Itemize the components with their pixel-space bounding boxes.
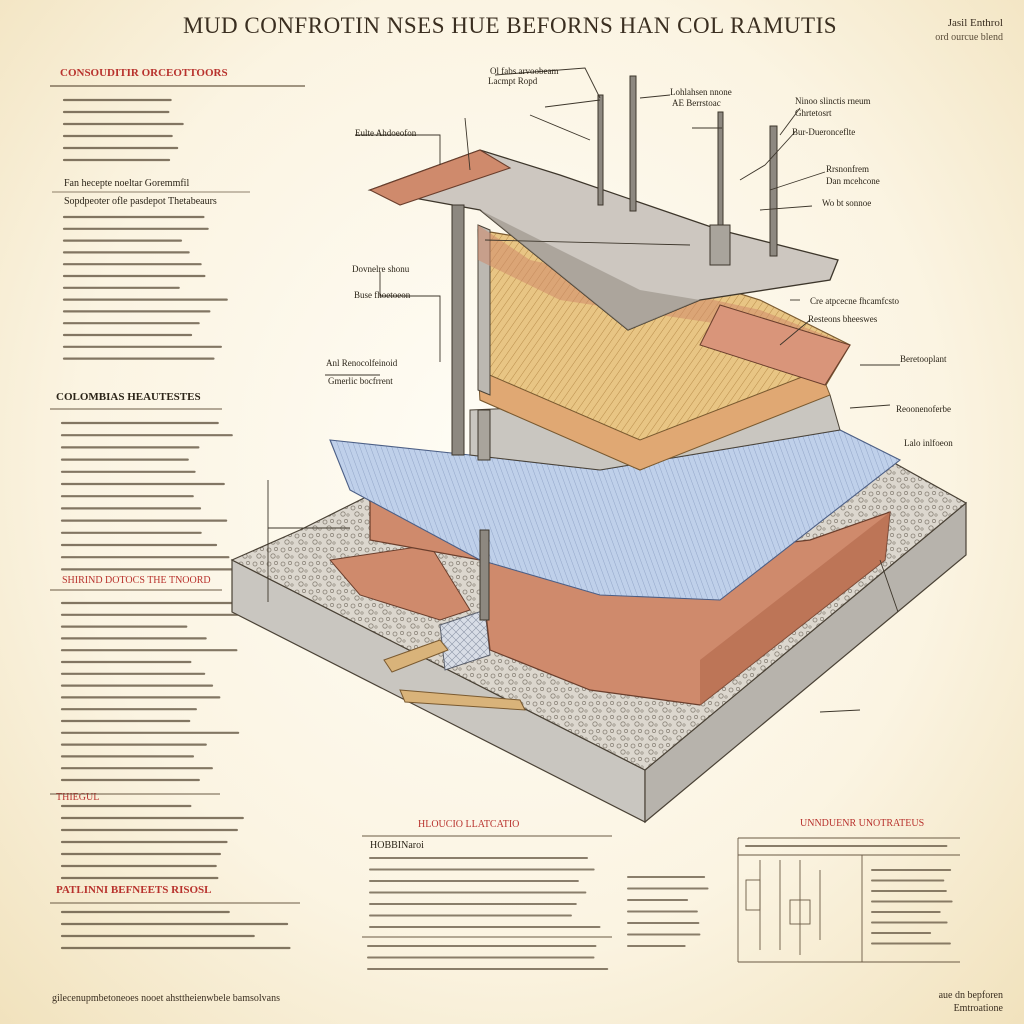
callout-label: Ninoo slinctis rneum <box>795 96 871 106</box>
terracotta-side-panel <box>699 304 851 386</box>
left-heading: COLOMBIAS HEAUTESTES <box>56 391 201 403</box>
callout-label: Wo bt sonnoe <box>822 198 871 208</box>
callout-label: Eulte Ahdoeofon <box>355 128 417 138</box>
roof-terracotta-edge <box>368 149 512 206</box>
left-heading: THIEGUL <box>56 792 99 803</box>
left-body-text <box>60 98 291 950</box>
callout-leaders <box>267 67 900 713</box>
support-column <box>451 204 465 456</box>
callout-label: Anl Renocolfeinoid <box>326 358 398 368</box>
left-heading: Fan hecepte noeltar Goremmfil <box>64 178 189 189</box>
roof-underside <box>480 210 700 330</box>
pipe <box>597 94 604 206</box>
reference-table <box>737 837 960 963</box>
left-heading: PATLINNI BEFNEETS RISOSL <box>56 884 211 896</box>
small-list-text <box>627 876 709 947</box>
timber-board <box>383 639 449 673</box>
pipe-cap <box>709 224 731 266</box>
left-heading: Sopdpeoter ofle pasdepot Thetabeaurs <box>64 196 217 207</box>
corner-tag: Jasil Enthrol <box>948 17 1003 29</box>
callout-label: Ol fabs arvoobeam <box>490 66 558 76</box>
callout-label: Reoonenoferbe <box>896 404 951 414</box>
footer-left: gilecenupmbetoneoes nooet ahsttheienwbel… <box>52 993 280 1004</box>
callout-label: Lohlahsen nnone <box>670 87 732 97</box>
callout-label: Lacmpt Ropd <box>488 76 538 86</box>
footer-right: Emtroatione <box>954 1003 1004 1014</box>
callout-label: Buse fhoetoeon <box>354 290 411 300</box>
callout-label: Dovnelre shonu <box>352 264 410 274</box>
callout-label: Dan mcehcone <box>826 176 880 186</box>
drainage-mesh-panel <box>439 609 491 671</box>
terracotta-wall <box>478 225 850 345</box>
straw-lower-band <box>477 369 831 471</box>
callout-label: Resteons bheeswes <box>808 314 878 324</box>
footer-right: aue dn bepforen <box>939 990 1003 1001</box>
left-heading: CONSOUDITIR ORCEOTTOORS <box>60 67 228 79</box>
inner-wall-panel <box>477 224 491 396</box>
mid-heading: HLOUCIO LLATCATIO <box>418 819 519 830</box>
chimney-pipe <box>769 125 778 257</box>
callout-label: Cre atpcecne fhcamfcsto <box>810 296 899 306</box>
left-heading: SHIRIND DOTOCS THE TNOORD <box>62 575 211 586</box>
mid-heading: UNNDUENR UNOTRATEUS <box>800 818 924 829</box>
mid-heading: HOBBINaroi <box>370 840 424 851</box>
vent-pipes <box>451 75 778 621</box>
diagram-title: MUD CONFROTIN NSES HUE BEFORNS HAN COL R… <box>183 13 837 38</box>
corner-subtitle: ord ourcue blend <box>935 32 1003 43</box>
callout-label: Rrsnonfrem <box>826 164 869 174</box>
table-body-text <box>745 845 953 945</box>
support-column <box>477 409 491 461</box>
timber-board <box>399 689 526 711</box>
center-body-text <box>367 857 609 970</box>
callout-label: Bur-Dueronceflte <box>792 127 855 137</box>
clay-body-shadow <box>700 512 890 705</box>
callout-label: Lalo inlfoeon <box>904 438 953 448</box>
callout-label: Gmerlic bocfrrent <box>328 376 393 386</box>
callout-label: AE Berrstoac <box>672 98 721 108</box>
tall-pipe <box>629 75 637 212</box>
callout-label: Beretooplant <box>900 354 947 364</box>
drain-post <box>479 529 490 621</box>
callout-label: Ghrtetosrt <box>795 108 832 118</box>
